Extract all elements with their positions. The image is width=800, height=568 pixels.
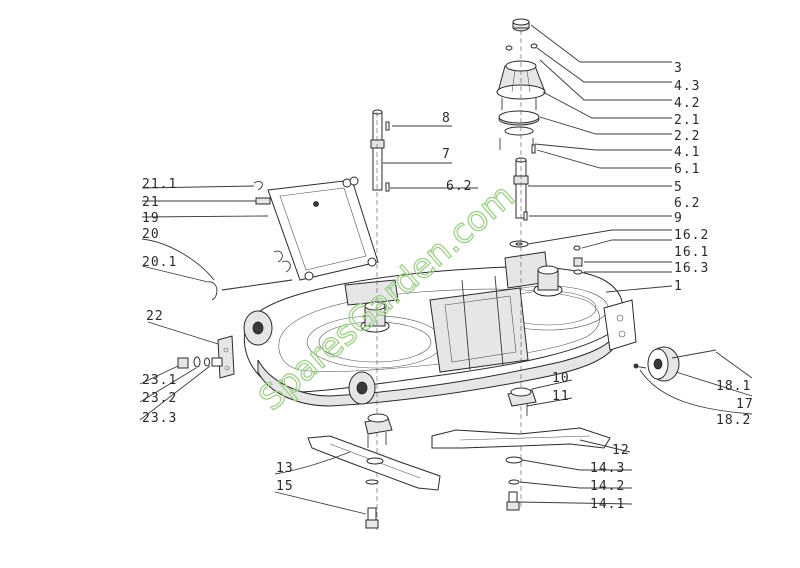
- callout-labels: 3 4.3 4.2 2.1 2.2 4.1 6.1 5 6.2 9 16.2 1…: [142, 61, 754, 512]
- callout-5: 5: [674, 180, 683, 195]
- mower-deck: [243, 251, 637, 407]
- right-spindle-assembly: [496, 18, 546, 510]
- callout-6-1: 6.1: [674, 162, 700, 177]
- callout-4-1: 4.1: [674, 145, 700, 160]
- callout-23-3: 23.3: [142, 411, 177, 426]
- callout-17: 17: [736, 397, 754, 412]
- callout-10: 10: [552, 371, 570, 386]
- bolt-set-16: [573, 245, 583, 275]
- callout-16-1: 16.1: [674, 245, 709, 260]
- callout-18-1: 18.1: [716, 379, 751, 394]
- callout-6-2-right: 6.2: [674, 196, 700, 211]
- callout-20-1: 20.1: [142, 255, 177, 270]
- callout-21: 21: [142, 195, 160, 210]
- callout-22: 22: [146, 309, 164, 324]
- callout-3: 3: [674, 61, 683, 76]
- side-bracket-22: [177, 335, 235, 379]
- mounting-plate: [253, 176, 379, 281]
- callout-8: 8: [442, 111, 451, 126]
- callout-23-1: 23.1: [142, 373, 177, 388]
- right-blade-assembly: [431, 387, 611, 511]
- callout-16-3: 16.3: [674, 261, 709, 276]
- roller-wheel-17: [633, 346, 717, 382]
- callout-9: 9: [674, 211, 683, 226]
- callout-23-2: 23.2: [142, 391, 177, 406]
- callout-16-2: 16.2: [674, 228, 709, 243]
- callout-6-2-left: 6.2: [446, 179, 472, 194]
- callout-2-2: 2.2: [674, 129, 700, 144]
- callout-19: 19: [142, 211, 160, 226]
- callout-14-2: 14.2: [590, 479, 625, 494]
- callout-11: 11: [552, 389, 570, 404]
- callout-14-3: 14.3: [590, 461, 625, 476]
- callout-18-2: 18.2: [716, 413, 751, 428]
- callout-12: 12: [612, 443, 630, 458]
- callout-2-1: 2.1: [674, 113, 700, 128]
- callout-4-2: 4.2: [674, 96, 700, 111]
- leader-lines: [139, 24, 753, 515]
- callout-4-3: 4.3: [674, 79, 700, 94]
- callout-14-1: 14.1: [590, 497, 625, 512]
- callout-20: 20: [142, 227, 160, 242]
- callout-13: 13: [276, 461, 294, 476]
- callout-21-1: 21.1: [142, 177, 177, 192]
- rod-20: [207, 279, 293, 301]
- callout-7: 7: [442, 147, 451, 162]
- callout-15: 15: [276, 479, 294, 494]
- callout-1: 1: [674, 279, 683, 294]
- left-blade-assembly: [307, 413, 441, 529]
